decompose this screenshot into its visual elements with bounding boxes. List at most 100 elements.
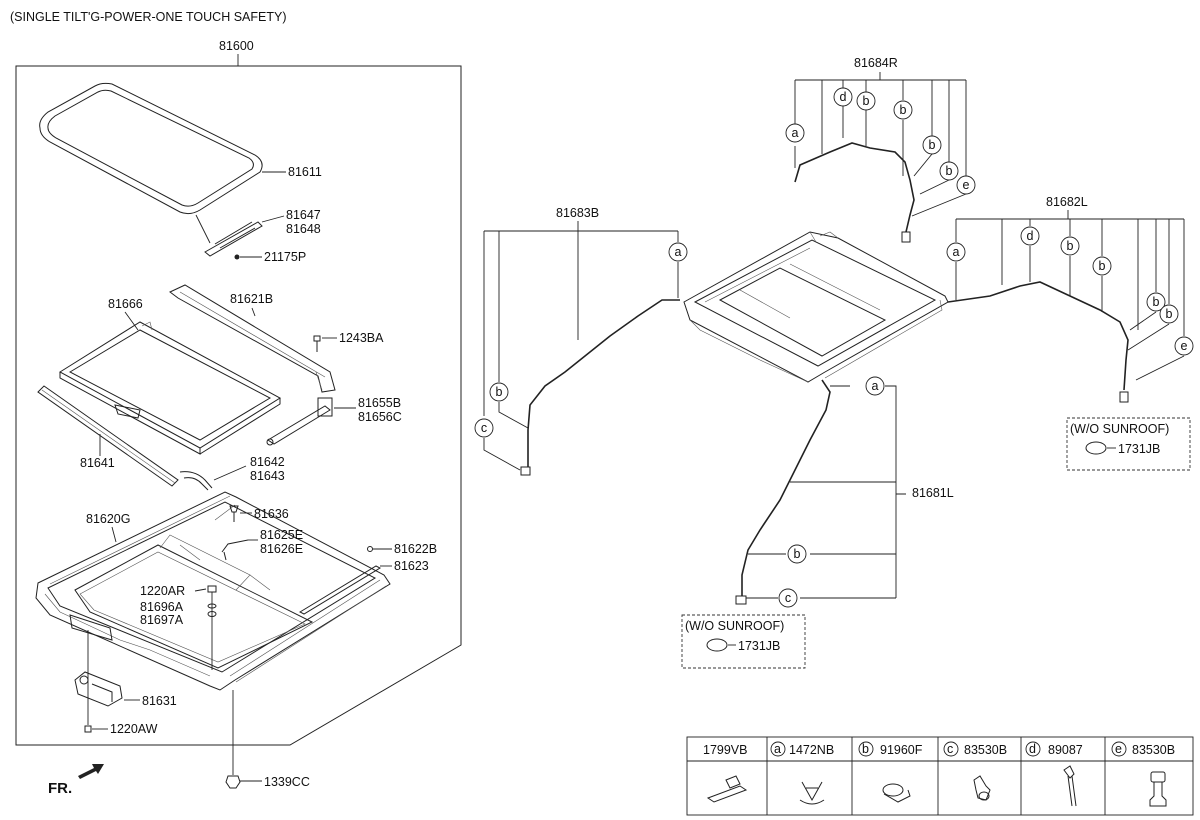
- front-arrow-icon: [78, 764, 104, 779]
- drain-hose-short: [179, 471, 213, 491]
- callout-d: d: [833, 87, 853, 107]
- callout-b: b: [893, 100, 913, 120]
- sunroof-motor: [74, 671, 123, 707]
- hose-81681l: [741, 379, 831, 598]
- callout-b: b: [856, 91, 876, 111]
- label-21175p: 21175P: [264, 250, 306, 264]
- drain-elbow-icon: [973, 775, 991, 801]
- wo-sunroof-title: (W/O SUNROOF): [1070, 422, 1169, 436]
- hose-clip-icon: [706, 775, 748, 803]
- callout-letter: c: [785, 591, 791, 605]
- bolt-1243ba: [313, 335, 321, 352]
- callout-b: b: [787, 544, 807, 564]
- label-81643: 81643: [250, 469, 285, 483]
- label-81697a: 81697A: [140, 613, 184, 627]
- callout-letter: b: [900, 103, 907, 117]
- label-81611: 81611: [288, 165, 322, 179]
- legend-letter-2: b: [862, 742, 869, 756]
- clip-81625e: [221, 539, 249, 561]
- hose-end-81682l: [1119, 391, 1129, 403]
- callout-letter: a: [953, 245, 960, 259]
- clip-81622b: [367, 546, 373, 552]
- callout-b: b: [1092, 256, 1112, 276]
- callout-letter: d: [1027, 229, 1034, 243]
- callout-letter: b: [929, 138, 936, 152]
- callout-letter: b: [863, 94, 870, 108]
- legend-part-3: 83530B: [964, 743, 1007, 757]
- callout-letter: e: [963, 178, 970, 192]
- callout-letter: c: [481, 421, 487, 435]
- callout-c: c: [778, 588, 798, 608]
- wo-sunroof-part: 1731JB: [738, 639, 780, 653]
- wo-sunroof-title: (W/O SUNROOF): [685, 619, 784, 633]
- callout-letter: b: [1166, 307, 1173, 321]
- front-indicator-label: FR.: [48, 780, 72, 797]
- label-81622b: 81622B: [394, 542, 437, 556]
- grommet-icon: [1085, 441, 1107, 455]
- legend-table: 1799VB a 1472NB b 91960F c 83530B d 8908…: [686, 736, 1194, 816]
- callout-letter: a: [872, 379, 879, 393]
- label-81642: 81642: [250, 455, 285, 469]
- spring-clip-icon: [799, 781, 825, 805]
- drain-valve-icon: [1149, 771, 1167, 807]
- label-81626e: 81626E: [260, 542, 303, 556]
- label-81655b: 81655B: [358, 396, 401, 410]
- nut-1339cc: [225, 775, 241, 789]
- callout-letter: e: [1181, 339, 1188, 353]
- callout-a: a: [785, 123, 805, 143]
- deflector: [169, 284, 336, 393]
- callout-letter: a: [792, 126, 799, 140]
- legend-part-5: 83530B: [1132, 743, 1175, 757]
- callout-b: b: [489, 382, 509, 402]
- label-81641: 81641: [80, 456, 115, 470]
- callout-a: a: [668, 242, 688, 262]
- callout-letter: b: [496, 385, 503, 399]
- callout-letter: d: [840, 90, 847, 104]
- callout-a: a: [865, 376, 885, 396]
- hose-81683b: [527, 299, 680, 470]
- callout-d: d: [1020, 226, 1040, 246]
- label-81696a: 81696A: [140, 600, 184, 614]
- label-81623: 81623: [394, 559, 429, 573]
- label-81631: 81631: [142, 694, 177, 708]
- callout-letter: b: [946, 164, 953, 178]
- label-81625e: 81625E: [260, 528, 303, 542]
- callout-letter: b: [1099, 259, 1106, 273]
- callout-c: c: [474, 418, 494, 438]
- tie-strap-icon: [1063, 765, 1077, 807]
- callout-letter: b: [1153, 295, 1160, 309]
- hose-81684r: [794, 142, 915, 233]
- callout-a: a: [946, 242, 966, 262]
- glass-panel: [39, 82, 263, 215]
- callout-b: b: [1146, 292, 1166, 312]
- label-1220ar: 1220AR: [140, 584, 185, 598]
- screw-21175p: [234, 254, 240, 260]
- legend-part-4: 89087: [1048, 743, 1083, 757]
- callout-b: b: [1159, 304, 1179, 324]
- callout-letter: b: [1067, 239, 1074, 253]
- weatherstrip: [37, 385, 179, 487]
- wo-sunroof-part: 1731JB: [1118, 442, 1160, 456]
- legend-letter-5: e: [1115, 742, 1122, 756]
- label-81681l: 81681L: [912, 486, 954, 500]
- label-81666: 81666: [108, 297, 143, 311]
- label-81648: 81648: [286, 222, 321, 236]
- hose-end-81684r: [901, 231, 911, 243]
- callout-b: b: [939, 161, 959, 181]
- callout-letter: a: [675, 245, 682, 259]
- rail-81623: [298, 565, 382, 615]
- bolt-1220aw: [84, 725, 92, 733]
- label-81656c: 81656C: [358, 410, 402, 424]
- header-note: (SINGLE TILT'G-POWER-ONE TOUCH SAFETY): [10, 10, 287, 24]
- callout-e: e: [956, 175, 976, 195]
- hose-81682l: [947, 281, 1129, 391]
- label-81683b: 81683B: [556, 206, 599, 220]
- wo-sunroof-box-right: (W/O SUNROOF) 1731JB: [1066, 417, 1191, 471]
- link-arm: [266, 397, 333, 446]
- grommet-icon: [706, 638, 728, 652]
- bolt-1220ar: [207, 585, 217, 593]
- label-81621b: 81621B: [230, 292, 273, 306]
- sunroof-frame: [35, 491, 391, 691]
